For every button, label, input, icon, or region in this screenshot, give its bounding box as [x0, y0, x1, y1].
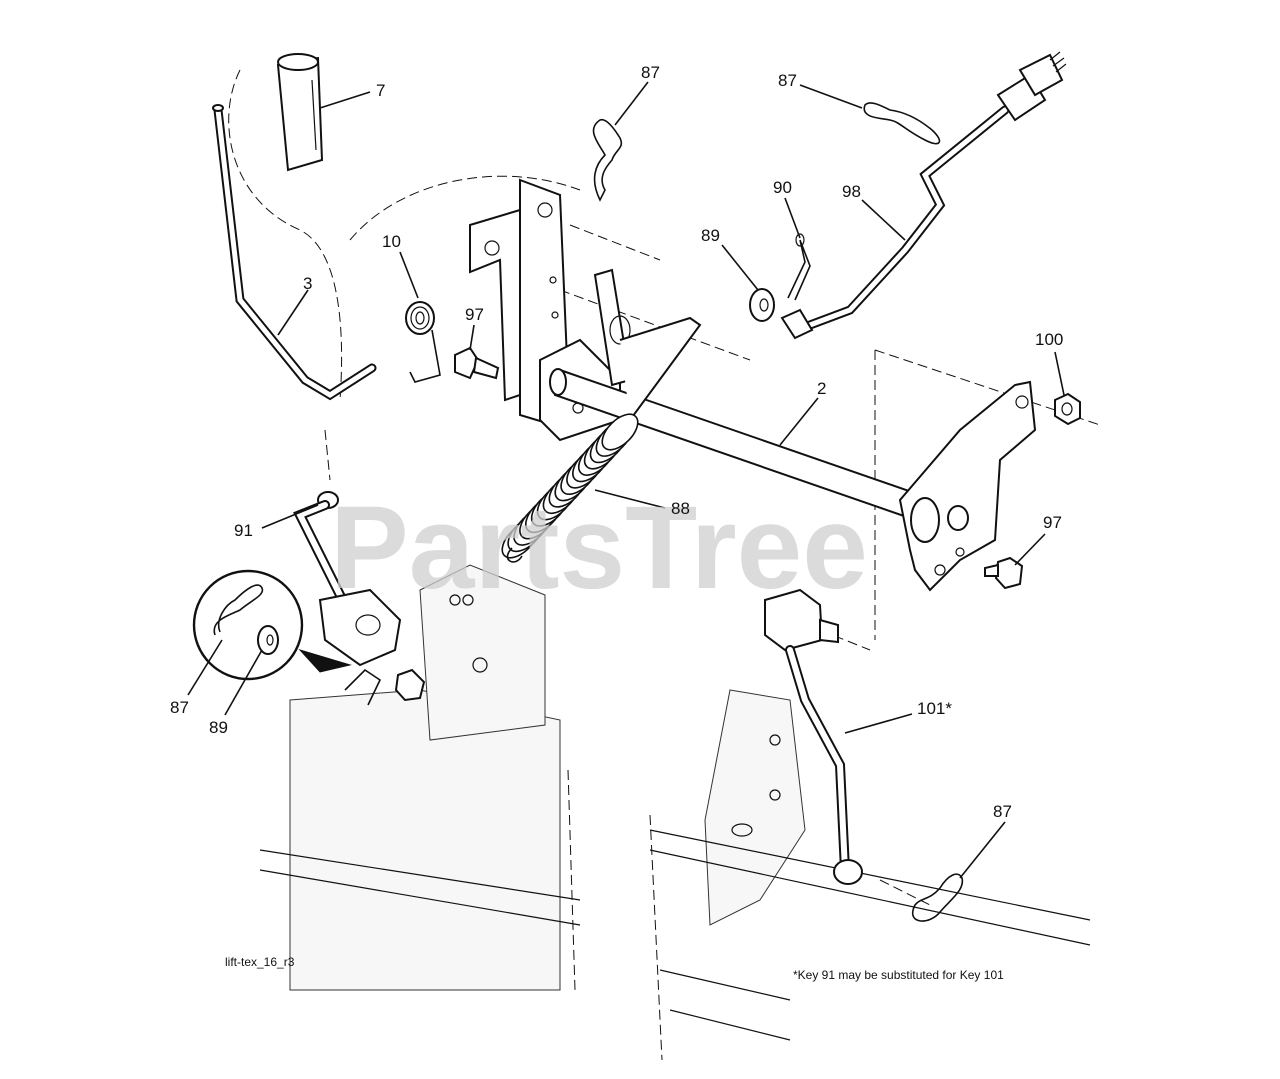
lift-shaft — [549, 316, 937, 527]
label-97-lower: 97 — [1043, 513, 1062, 532]
bolt-lower — [984, 556, 1024, 590]
lift-arm — [898, 380, 1037, 592]
leader-lines — [187, 81, 1065, 879]
deck-frame-right — [649, 689, 1091, 1061]
drawing-code: lift-tex_16_r3 — [225, 955, 295, 969]
spring-hook — [506, 547, 523, 563]
label-87-bottom: 87 — [993, 802, 1012, 821]
label-90: 90 — [773, 178, 792, 197]
label-87-right-top: 87 — [778, 71, 797, 90]
handle-grip — [276, 53, 324, 172]
extension-spring — [501, 413, 639, 563]
label-3: 3 — [303, 274, 312, 293]
hair-pin-clip-top — [592, 118, 623, 202]
label-87-top: 87 — [641, 63, 660, 82]
hair-pin-clip-bottom — [911, 873, 964, 922]
detail-callout — [192, 569, 352, 681]
lift-link — [293, 491, 426, 706]
label-100: 100 — [1035, 330, 1063, 349]
spring-coil — [601, 413, 639, 451]
hex-nut — [1054, 392, 1081, 426]
hair-pin-clip-right-top — [863, 102, 941, 145]
lift-link-alt — [764, 588, 863, 885]
label-98: 98 — [842, 182, 861, 201]
label-10: 10 — [382, 232, 401, 251]
label-7: 7 — [376, 81, 385, 100]
label-91: 91 — [234, 521, 253, 540]
footnote: *Key 91 may be substituted for Key 101 — [793, 968, 1004, 982]
alignment-line-pin — [559, 289, 751, 361]
washer-upper — [749, 288, 775, 322]
watermark: PartsTree — [330, 482, 868, 614]
bolt-upper — [454, 346, 500, 380]
label-89-top: 89 — [701, 226, 720, 245]
reference-arc — [228, 69, 581, 401]
label-89-detail: 89 — [209, 718, 228, 737]
label-2: 2 — [817, 379, 826, 398]
alignment-line — [324, 429, 331, 481]
label-97-upper: 97 — [465, 305, 484, 324]
deck-frame-left — [259, 564, 581, 991]
cotter-pin — [787, 233, 811, 301]
lift-link-rod — [780, 51, 1067, 340]
label-87-detail: 87 — [170, 698, 189, 717]
part-labels: 7 87 87 90 98 89 10 3 97 100 2 88 97 91 … — [170, 63, 1063, 821]
label-101: 101* — [917, 699, 952, 718]
torsion-spring — [405, 301, 441, 383]
alignment-line-bracket — [569, 224, 661, 261]
lift-lever — [212, 104, 377, 401]
label-88: 88 — [671, 499, 690, 518]
